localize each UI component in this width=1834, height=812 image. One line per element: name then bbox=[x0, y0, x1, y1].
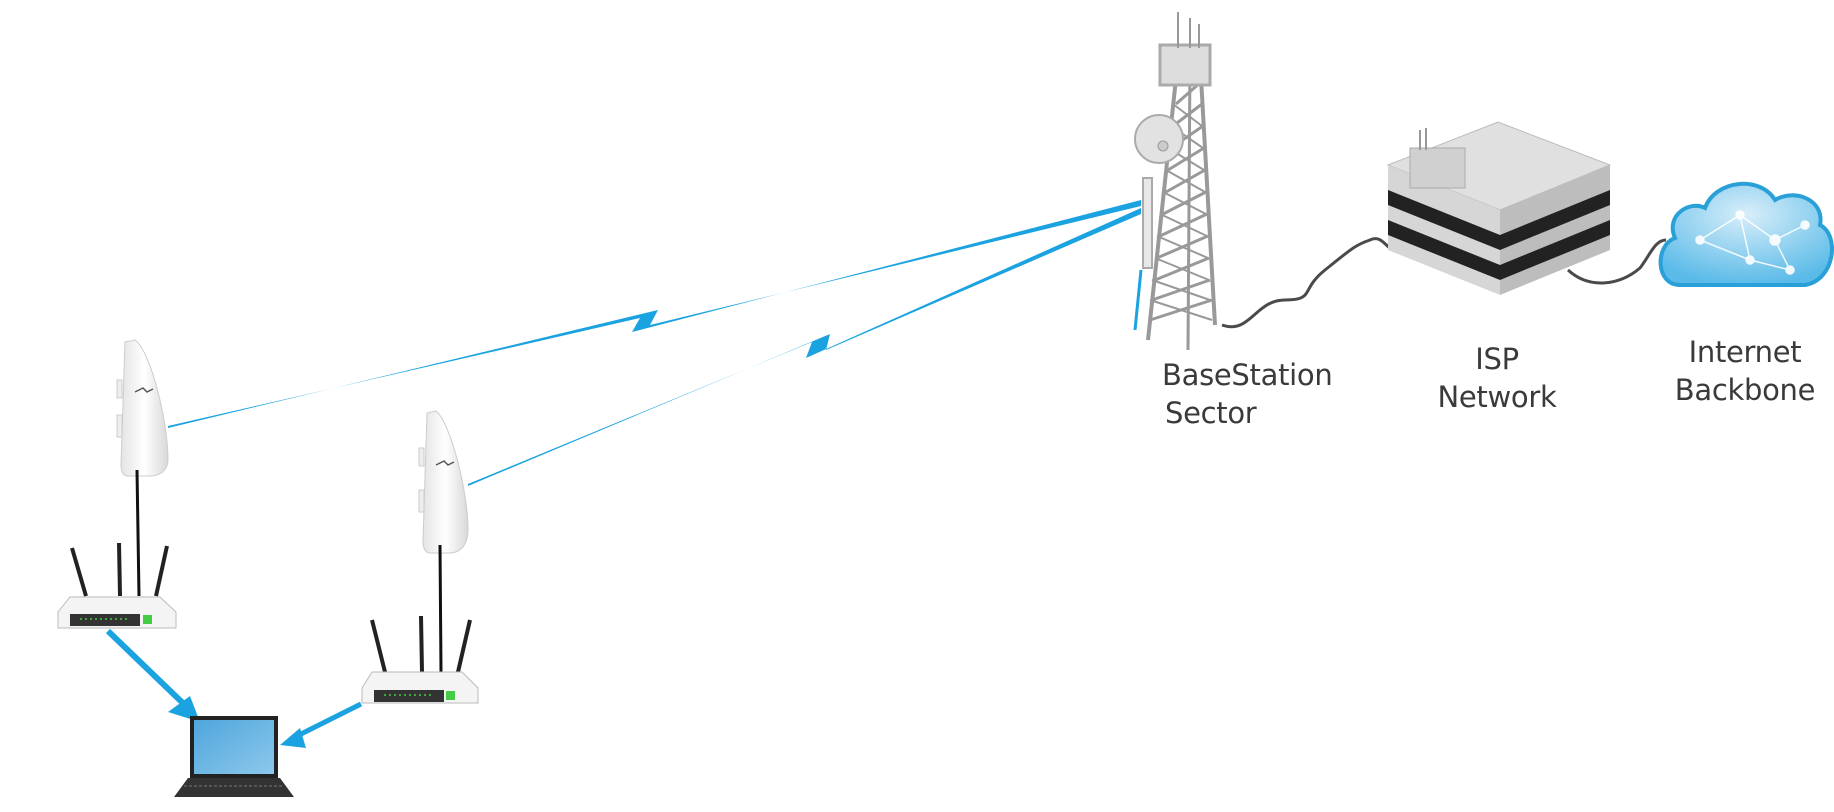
isp-label: ISP Network bbox=[1432, 340, 1562, 416]
laptop-icon bbox=[174, 716, 294, 797]
basestation-label-line2: Sector bbox=[1165, 396, 1257, 430]
wireless-router-1-icon bbox=[57, 542, 177, 629]
isp-building-icon bbox=[1386, 121, 1612, 295]
ethernet-cable-1 bbox=[135, 469, 141, 597]
internet-cloud-icon bbox=[1658, 181, 1834, 287]
wireless-link-2 bbox=[468, 208, 1141, 486]
internet-label-line1: Internet bbox=[1688, 335, 1802, 369]
wireless-link-1 bbox=[168, 200, 1141, 428]
wireless-router-2-icon bbox=[361, 615, 479, 704]
basestation-label-line1: BaseStation bbox=[1162, 358, 1333, 392]
isp-label-line2: Network bbox=[1437, 380, 1557, 414]
wired-link-router2-to-laptop bbox=[280, 701, 363, 748]
cable-isp-to-internet bbox=[1566, 238, 1667, 285]
internet-label-line2: Backbone bbox=[1674, 373, 1816, 407]
cpe-antenna-1-icon bbox=[116, 339, 169, 477]
cable-tower-to-isp bbox=[1221, 237, 1391, 329]
ethernet-cable-2 bbox=[438, 544, 443, 673]
isp-label-line1: ISP bbox=[1475, 342, 1519, 376]
internet-label: Internet Backbone bbox=[1670, 333, 1820, 409]
basestation-tower-icon bbox=[1133, 12, 1217, 351]
wired-link-router1-to-laptop bbox=[105, 628, 200, 722]
basestation-label: BaseStation Sector bbox=[1162, 356, 1333, 432]
cpe-antenna-2-icon bbox=[418, 410, 469, 554]
